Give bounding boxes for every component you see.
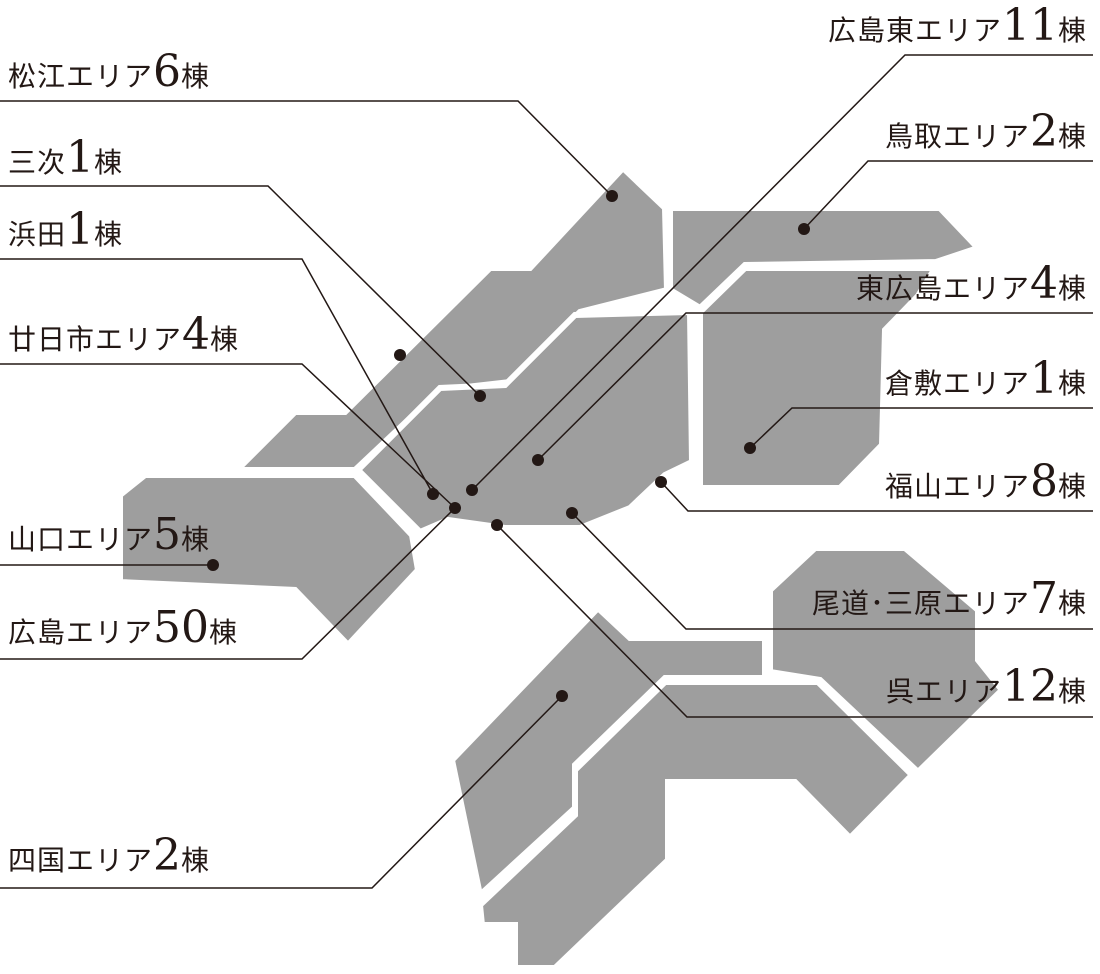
leader-matsue	[0, 100, 613, 197]
region-tottori	[667, 205, 984, 312]
area-unit: 棟	[181, 523, 210, 556]
area-count: 1	[66, 204, 95, 255]
area-name: 廿日市エリア	[8, 323, 183, 356]
leader-hatsukaichi	[0, 363, 456, 509]
area-count: 50	[153, 602, 210, 653]
area-dot-hiroshima-east	[466, 484, 478, 496]
area-dot-yamaguchi	[207, 559, 219, 571]
map-regions	[117, 163, 1007, 971]
leader-higashihiroshima	[537, 312, 1093, 461]
area-count: 1	[66, 132, 95, 183]
area-count: 7	[1029, 573, 1058, 624]
area-name: 広島エリア	[8, 616, 154, 649]
area-dot-hatsukaichi	[449, 502, 461, 514]
area-count: 2	[153, 830, 182, 881]
area-name: 広島東エリア	[827, 14, 1002, 47]
leader-hamada	[0, 258, 434, 495]
area-name: 浜田	[8, 218, 67, 251]
label-tottori: 鳥取エリア2棟	[885, 110, 1086, 154]
leader-kurashiki	[749, 407, 1093, 449]
area-name: 四国エリア	[8, 844, 154, 877]
area-dot-onomichi	[566, 507, 578, 519]
label-shikoku: 四国エリア2棟	[8, 834, 209, 878]
area-dot-matsue	[606, 190, 618, 202]
region-onomichi	[767, 545, 1007, 777]
area-unit: 棟	[1057, 587, 1086, 620]
label-matsue: 松江エリア6棟	[8, 50, 209, 94]
leader-fukuyama	[660, 481, 1093, 512]
area-count: 5	[153, 509, 182, 560]
leader-miyoshi	[0, 185, 481, 397]
label-hiroshima: 広島エリア50棟	[8, 606, 237, 650]
area-unit: 棟	[94, 218, 123, 251]
label-hatsukaichi: 廿日市エリア4棟	[8, 313, 238, 357]
area-dot-shikoku	[556, 690, 568, 702]
area-count: 6	[153, 46, 182, 97]
area-unit: 棟	[1057, 367, 1086, 400]
area-name: 鳥取エリア	[884, 120, 1030, 153]
label-hamada: 浜田1棟	[8, 208, 122, 252]
area-dot-kurashiki	[744, 442, 756, 454]
area-unit: 棟	[181, 60, 210, 93]
area-name: 三次	[8, 146, 67, 179]
label-fukuyama: 福山エリア8棟	[885, 460, 1086, 504]
leader-tottori	[803, 160, 1093, 230]
area-unit: 棟	[1057, 120, 1086, 153]
area-dot-higashihiroshima	[532, 454, 544, 466]
area-dot-tottori	[798, 223, 810, 235]
region-shikoku-east	[476, 679, 917, 971]
area-unit: 棟	[1057, 14, 1086, 47]
area-count: 8	[1029, 456, 1058, 507]
area-dot-miyoshi	[474, 390, 486, 402]
area-unit: 棟	[1057, 470, 1086, 503]
area-count: 1	[1029, 353, 1058, 404]
area-count: 11	[1001, 0, 1058, 51]
area-count: 2	[1029, 106, 1058, 157]
area-name: 尾道･三原エリア	[811, 587, 1030, 620]
area-dot-kure	[491, 519, 503, 531]
label-miyoshi: 三次1棟	[8, 136, 122, 180]
region-shikoku-west	[448, 603, 768, 901]
area-name: 山口エリア	[8, 523, 154, 556]
area-dots	[207, 190, 810, 702]
area-count: 12	[1001, 661, 1058, 712]
area-unit: 棟	[1057, 272, 1086, 305]
region-okayama	[697, 265, 941, 491]
area-name: 呉エリア	[885, 675, 1002, 708]
label-kurashiki: 倉敷エリア1棟	[885, 357, 1086, 401]
label-yamaguchi: 山口エリア5棟	[8, 513, 209, 557]
area-unit: 棟	[209, 616, 238, 649]
leader-shikoku	[0, 695, 563, 889]
area-unit: 棟	[210, 323, 239, 356]
area-unit: 棟	[181, 844, 210, 877]
leader-hiroshima	[0, 507, 456, 660]
leader-lines	[0, 54, 1093, 889]
label-onomichi-mihara: 尾道･三原エリア7棟	[812, 577, 1086, 621]
leader-onomichi	[571, 512, 1093, 630]
area-unit: 棟	[1057, 675, 1086, 708]
area-count: 4	[1029, 258, 1058, 309]
label-higashihiroshima: 東広島エリア4棟	[856, 262, 1086, 306]
area-name: 福山エリア	[884, 470, 1030, 503]
area-dot-fukuyama	[655, 476, 667, 488]
area-dot-shimane	[394, 349, 406, 361]
region-hiroshima-central	[353, 308, 696, 536]
label-kure: 呉エリア12棟	[886, 665, 1086, 709]
area-name: 倉敷エリア	[884, 367, 1030, 400]
area-dot-hamada	[427, 488, 439, 500]
label-hiroshima-east: 広島東エリア11棟	[828, 4, 1086, 48]
leader-hiroshima-east	[471, 54, 1093, 491]
leader-kure	[496, 524, 1093, 718]
region-yamaguchi	[117, 472, 422, 650]
area-name: 東広島エリア	[855, 272, 1030, 305]
area-count: 4	[182, 309, 211, 360]
area-name: 松江エリア	[8, 60, 154, 93]
area-unit: 棟	[94, 146, 123, 179]
